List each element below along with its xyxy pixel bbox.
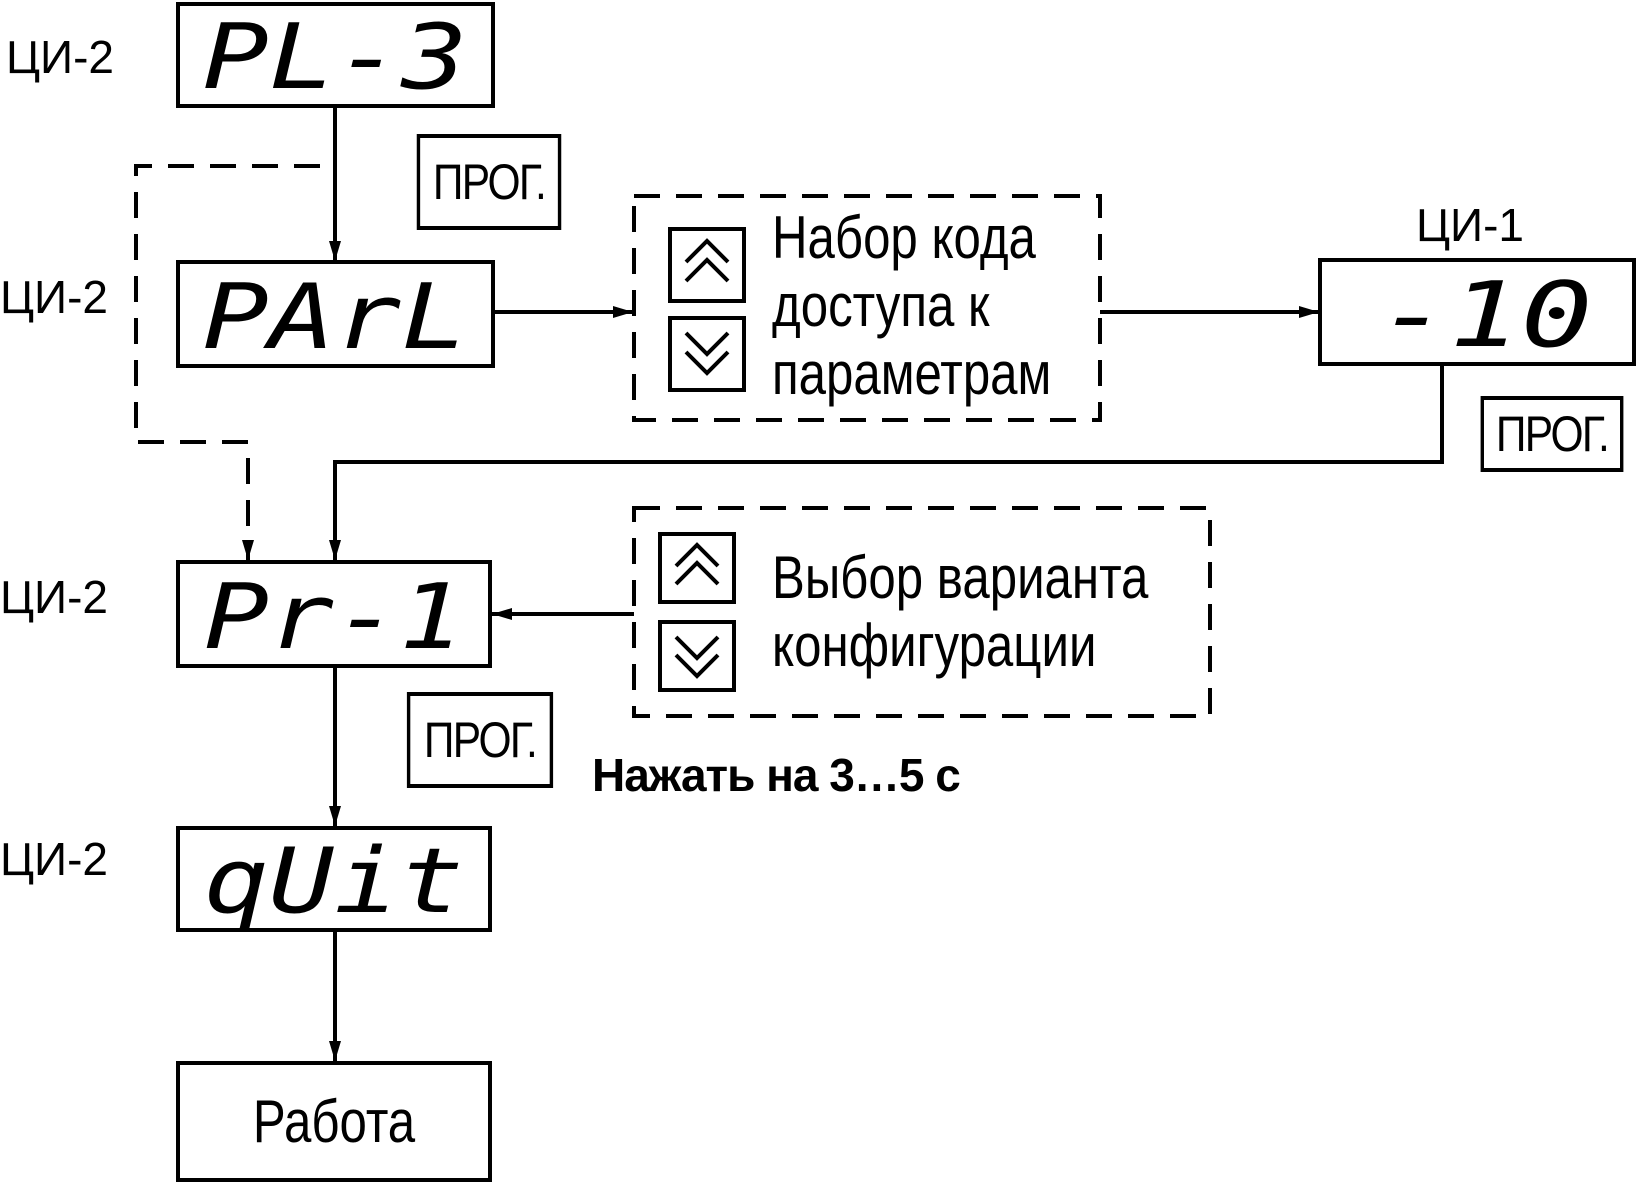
display-parl: PArL <box>203 265 468 370</box>
arrow-minus10-to-pr1 <box>329 364 1444 560</box>
display-pr1: Pr-1 <box>204 565 464 670</box>
indicator-label-ci2: ЦИ-2 <box>0 571 108 623</box>
work-label: Работа <box>252 1088 416 1155</box>
chevron-down-button-icon <box>668 316 746 392</box>
config-choice-line: Выбор варианта <box>772 544 1149 611</box>
work-box <box>176 1061 492 1182</box>
indicator-label-ci2: ЦИ-2 <box>6 31 114 83</box>
indicator-label-ci2: ЦИ-2 <box>0 833 108 885</box>
prog-key: ПРОГ. <box>1480 396 1624 472</box>
access-code-line: доступа к <box>772 272 990 339</box>
access-code-text: Набор кода доступа к параметрам <box>772 204 1051 408</box>
indicator-label-ci2: ЦИ-2 <box>0 271 108 323</box>
config-choice-group <box>632 506 1212 718</box>
config-choice-text: Выбор варианта конфигурации <box>772 544 1148 680</box>
dashed-bypass-arrow <box>134 164 320 560</box>
access-code-group <box>632 194 1102 422</box>
config-choice-line: конфигурации <box>772 612 1097 679</box>
prog-key: ПРОГ. <box>406 692 554 788</box>
chevron-up-button-icon <box>658 532 736 604</box>
display-quit: qUit <box>204 829 464 934</box>
access-code-line: Набор кода <box>772 204 1036 271</box>
access-code-line: параметрам <box>772 340 1052 407</box>
display-minus10: -10 <box>1378 263 1593 368</box>
chevron-down-button-icon <box>658 620 736 692</box>
display-box-minus10 <box>1318 258 1636 366</box>
chevron-up-button-icon <box>668 227 746 303</box>
display-pl3: PL-3 <box>203 5 468 110</box>
hold-duration-note: Нажать на 3…5 с <box>592 749 961 801</box>
prog-key: ПРОГ. <box>416 134 562 230</box>
indicator-label-ci1: ЦИ-1 <box>1416 199 1524 251</box>
